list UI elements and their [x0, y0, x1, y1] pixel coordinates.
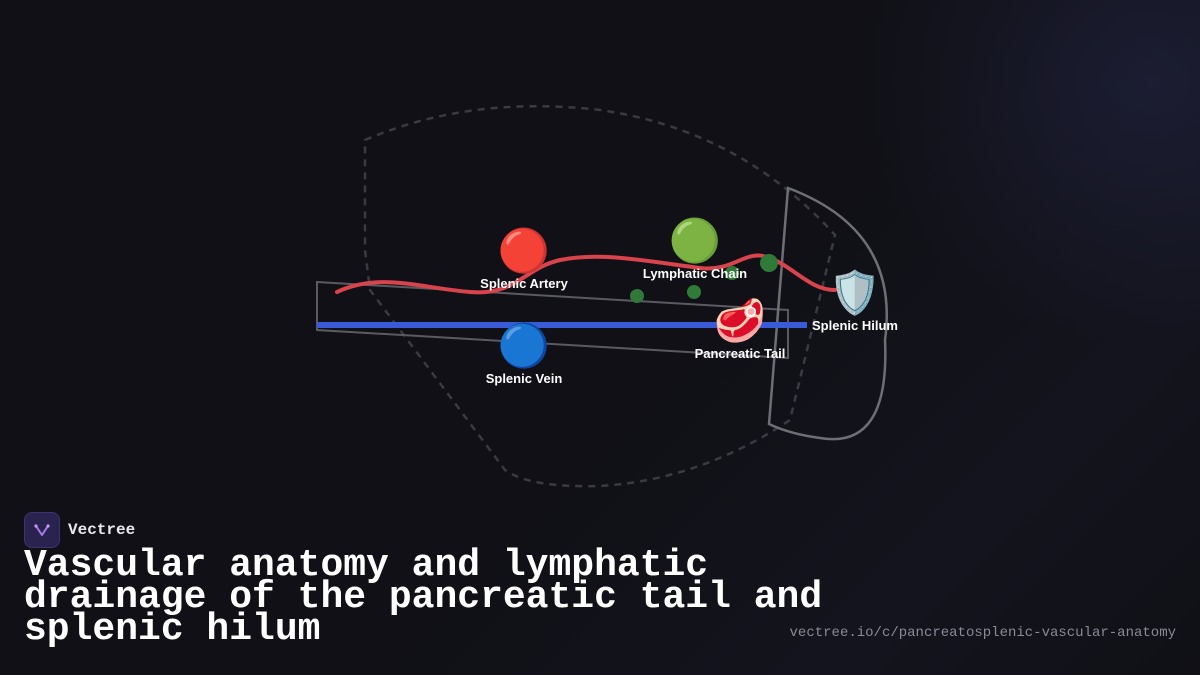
lymph-node [725, 266, 739, 280]
node-pancreatic-tail[interactable]: 🥩 Pancreatic Tail [694, 297, 786, 362]
node-label: Splenic Artery [480, 276, 568, 291]
pancreas-outline [316, 280, 789, 360]
brand[interactable]: Vectree [24, 512, 135, 548]
vectree-logo-icon [24, 512, 60, 548]
node-label: Lymphatic Chain [642, 266, 748, 281]
spleen-outline [767, 186, 888, 441]
green-circle-icon: 🟢 [668, 217, 722, 264]
lymph-node [630, 289, 644, 303]
node-label: Pancreatic Tail [694, 346, 786, 361]
brand-name: Vectree [68, 521, 136, 539]
lymph-node [687, 285, 701, 299]
node-splenic-artery[interactable]: 🔴 Splenic Artery [480, 227, 568, 292]
node-label: Splenic Hilum [812, 318, 898, 333]
page-title: Vascular anatomy and lymphatic drainage … [24, 544, 823, 651]
meat-icon: 🥩 [713, 297, 767, 344]
lymph-node [760, 254, 778, 272]
node-splenic-vein[interactable]: 🔵 Splenic Vein [485, 322, 563, 387]
node-label: Splenic Vein [485, 371, 563, 386]
node-splenic-hilum[interactable]: 🛡️ Splenic Hilum [812, 269, 898, 334]
node-lymphatic-chain[interactable]: 🟢 Lymphatic Chain [642, 217, 748, 282]
blue-circle-icon: 🔵 [497, 322, 551, 369]
dashed-region-outline [363, 105, 837, 488]
red-circle-icon: 🔴 [497, 227, 551, 274]
source-url[interactable]: vectree.io/c/pancreatosplenic-vascular-a… [789, 625, 1176, 641]
shield-icon: 🛡️ [828, 269, 882, 316]
